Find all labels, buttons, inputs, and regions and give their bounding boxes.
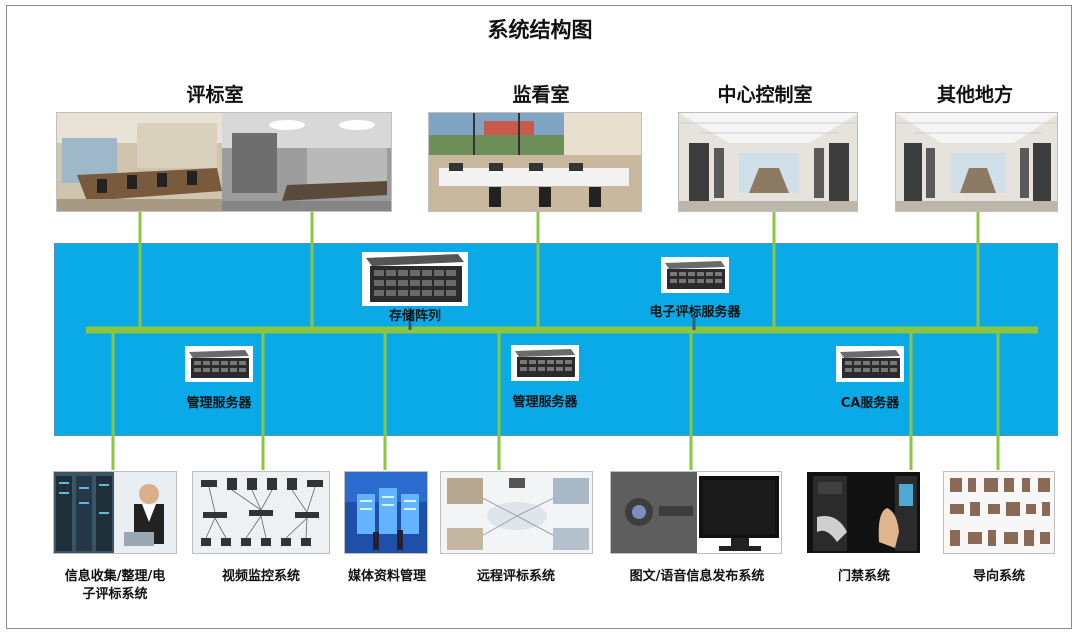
subsystem-label-access: 门禁系统: [837, 569, 890, 584]
room-photo-jiankan: [428, 112, 642, 212]
subsystem-label-info-line2: 子评标系统: [82, 587, 148, 602]
subsystem-image-video: [192, 471, 330, 554]
subsystem-label-info-line1: 信息收集/整理/电: [64, 569, 166, 584]
subsystem-image-remote: [440, 471, 593, 554]
room-photo-zhongxin: [678, 112, 858, 212]
subsystem-label-publish: 图文/语音信息发布系统: [629, 569, 765, 584]
room-label-zhongxin: 中心控制室: [717, 84, 813, 106]
subsystem-label-video: 视频监控系统: [221, 569, 300, 584]
room-label-pingbiao: 评标室: [186, 84, 244, 106]
subsystem-label-guide: 导向系统: [972, 569, 1025, 584]
subsystem-image-media: [344, 471, 428, 554]
mgmt-server-1-label: 管理服务器: [186, 396, 252, 411]
diagram-frame: [6, 5, 1072, 629]
room-photo-pingbiao: [56, 112, 392, 212]
mgmt-server-2-icon: [511, 345, 579, 381]
room-photo-qita: [895, 112, 1058, 212]
storage-array-label: 存储阵列: [388, 309, 441, 324]
room-label-qita: 其他地方: [936, 84, 1013, 106]
subsystem-image-guide: [943, 471, 1055, 554]
eval-server-icon: [661, 257, 729, 293]
subsystem-image-access: [806, 471, 921, 554]
mgmt-server-1-icon: [185, 346, 253, 382]
mgmt-server-2-label: 管理服务器: [512, 395, 578, 410]
subsystem-label-media: 媒体资料管理: [347, 569, 426, 584]
network-band: [54, 243, 1058, 436]
subsystem-image-info: [53, 471, 177, 554]
subsystem-image-publish: [610, 471, 782, 554]
eval-server-label: 电子评标服务器: [649, 305, 741, 320]
ca-server-icon: [836, 346, 904, 382]
storage-array-icon: [362, 252, 468, 306]
subsystem-label-remote: 远程评标系统: [476, 569, 555, 584]
ca-server-label: CA服务器: [840, 396, 900, 411]
subsystem-label-info: 信息收集/整理/电 子评标系统: [48, 568, 182, 604]
room-label-jiankan: 监看室: [512, 84, 570, 106]
diagram-title: 系统结构图: [487, 18, 593, 42]
